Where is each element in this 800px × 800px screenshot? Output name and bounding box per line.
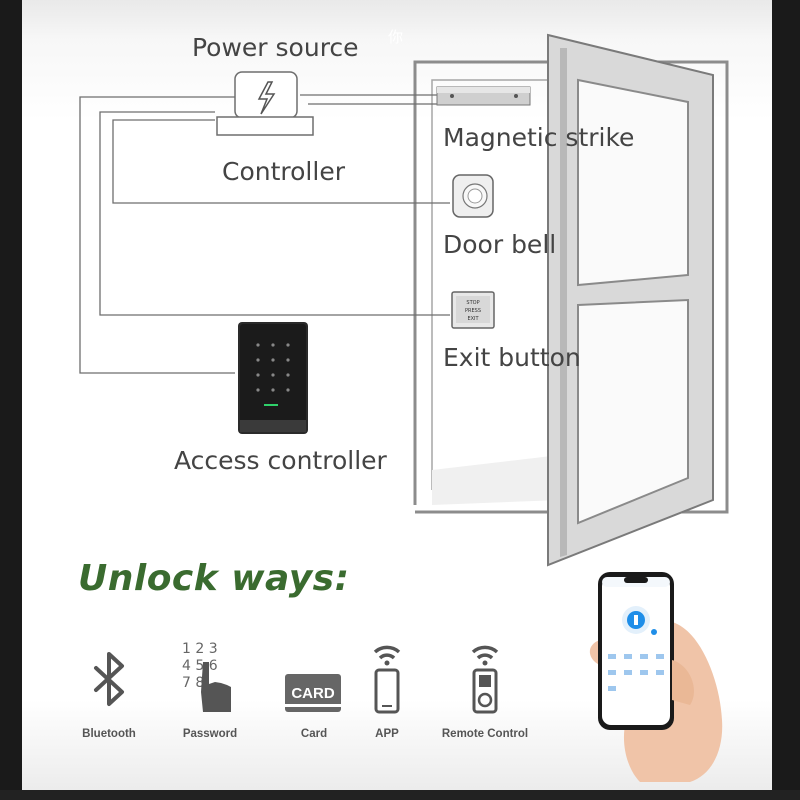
exit-text-1: STOP — [466, 300, 479, 306]
exit-button-icon: STOP PRESS EXIT — [451, 291, 495, 329]
open-door — [547, 33, 714, 567]
overlay-character: 你 — [388, 28, 404, 46]
power-source-icon — [234, 71, 298, 119]
method-bluetooth: Bluetooth — [64, 640, 154, 750]
magnetic-strike-label: Magnetic strike — [443, 123, 635, 152]
exit-text-2: PRESS — [465, 308, 481, 314]
method-label: Remote Control — [441, 728, 529, 740]
magnetic-strike-icon — [436, 86, 531, 106]
controller-base — [216, 116, 314, 136]
exit-button-label: Exit button — [443, 343, 581, 372]
phone-wifi-icon — [373, 645, 401, 714]
door-bell-icon — [452, 174, 494, 218]
wires — [79, 94, 450, 374]
access-controller-label: Access controller — [174, 446, 387, 475]
remote-wifi-icon — [471, 645, 499, 714]
method-label: APP — [375, 728, 399, 740]
method-remote-control: Remote Control — [440, 640, 530, 750]
unlock-ways-title: Unlock ways: — [78, 558, 350, 599]
floor-shadow — [432, 455, 560, 505]
method-label: Bluetooth — [82, 728, 136, 740]
method-label: Card — [300, 728, 328, 740]
keypad-finger-icon: 1 2 3 4 5 6 7 8 — [182, 641, 231, 712]
method-password: 1 2 3 4 5 6 7 8 Password — [165, 640, 255, 750]
card-icon: CARD — [285, 674, 341, 712]
bottom-bar — [0, 790, 800, 800]
controller-label: Controller — [222, 157, 345, 186]
method-app: APP — [342, 640, 432, 750]
keypad-row-2: 4 5 6 — [182, 658, 218, 674]
card-text: CARD — [291, 685, 334, 702]
method-label: Password — [182, 728, 238, 740]
door-bell-label: Door bell — [443, 230, 557, 259]
exit-text-3: EXIT — [467, 316, 479, 322]
access-controller-icon — [238, 322, 308, 434]
power-source-label: Power source — [192, 33, 359, 62]
phone-app-illustration — [589, 572, 723, 782]
keypad-row-1: 1 2 3 — [182, 641, 218, 657]
bluetooth-icon — [94, 652, 124, 706]
method-card: CARD Card — [269, 640, 359, 750]
keypad-row-3: 7 8 — [182, 675, 204, 691]
